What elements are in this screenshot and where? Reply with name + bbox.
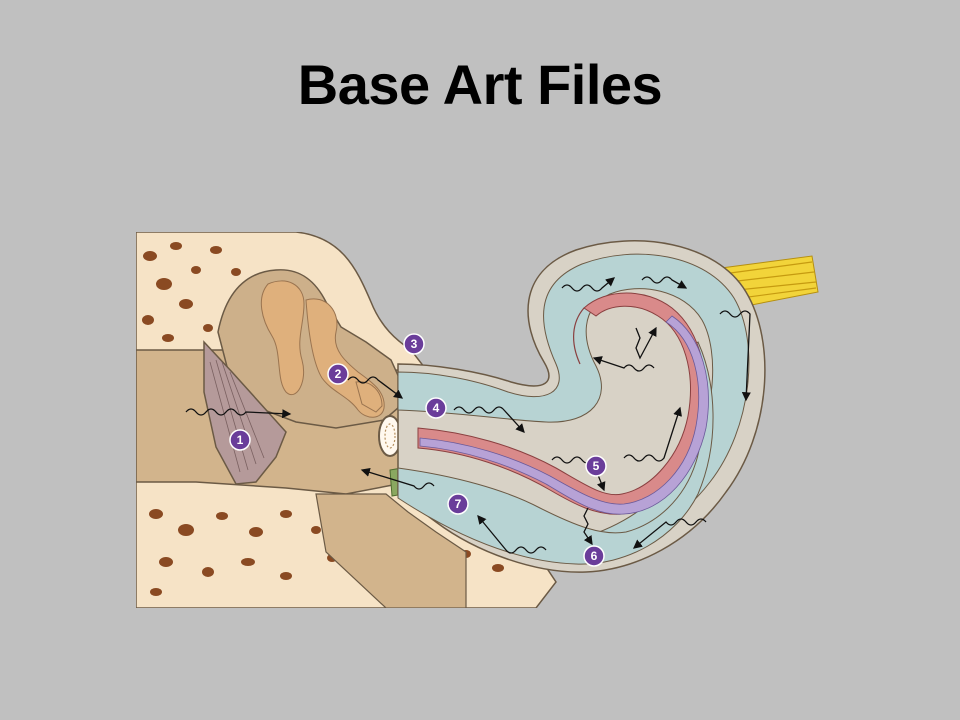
svg-text:1: 1 bbox=[237, 433, 244, 447]
marker-3: 3 bbox=[403, 333, 425, 355]
marker-6: 6 bbox=[583, 545, 605, 567]
slide-title: Base Art Files bbox=[297, 53, 663, 116]
svg-text:7: 7 bbox=[455, 497, 462, 511]
ear-cochlea-diagram: 1 2 3 4 5 6 7 bbox=[136, 232, 826, 608]
ossicles bbox=[260, 280, 385, 418]
svg-text:4: 4 bbox=[433, 401, 440, 415]
svg-text:2: 2 bbox=[335, 367, 342, 381]
svg-text:5: 5 bbox=[593, 459, 600, 473]
marker-1: 1 bbox=[229, 429, 251, 451]
marker-4: 4 bbox=[425, 397, 447, 419]
marker-7: 7 bbox=[447, 493, 469, 515]
wave-arrows bbox=[185, 276, 751, 554]
svg-text:3: 3 bbox=[411, 337, 418, 351]
marker-5: 5 bbox=[585, 455, 607, 477]
basilar-membrane bbox=[419, 315, 709, 515]
svg-text:6: 6 bbox=[591, 549, 598, 563]
marker-2: 2 bbox=[327, 363, 349, 385]
